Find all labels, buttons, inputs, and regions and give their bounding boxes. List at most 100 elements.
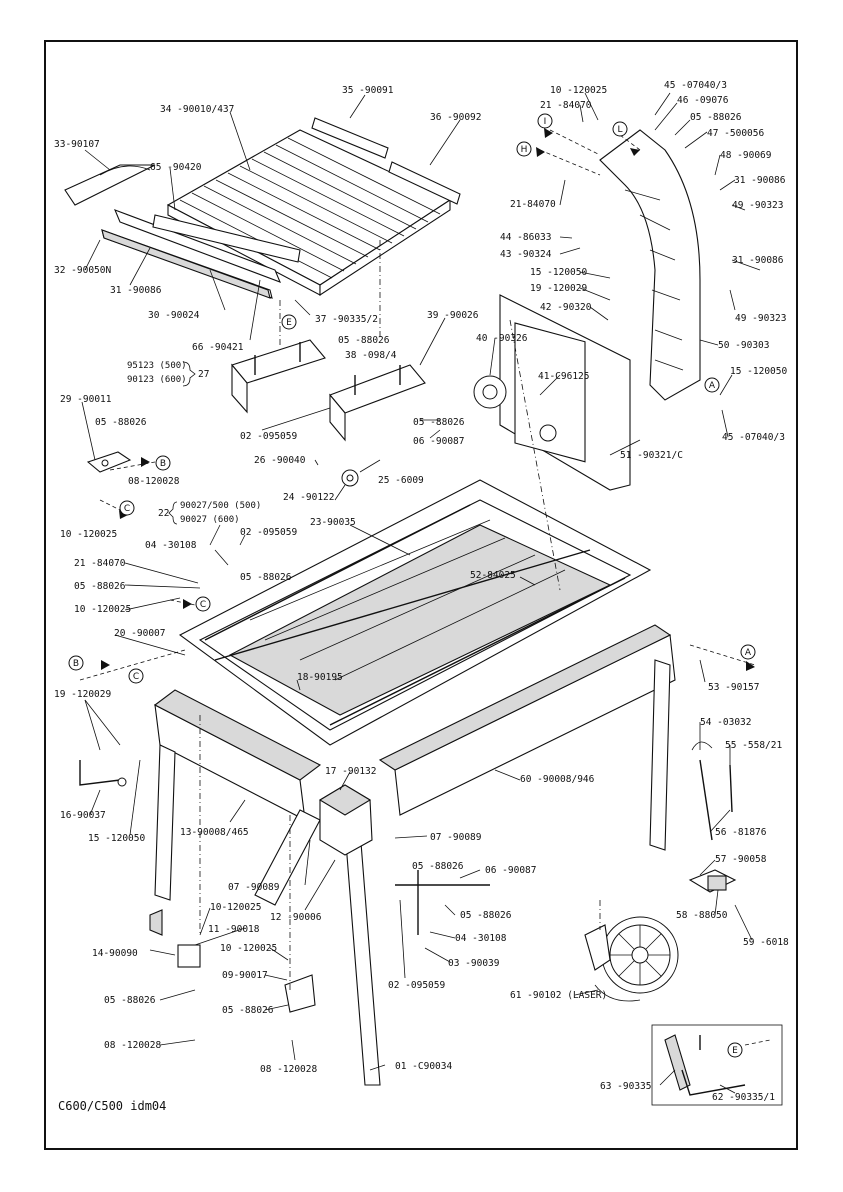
label-p0390039: 03 -90039 (448, 958, 500, 969)
label-p1912029a: 19 -120029 (54, 689, 111, 700)
side-extrusions (153, 624, 676, 821)
callout-C-2: C (195, 596, 211, 612)
label-p10120025a: 10 -120025 (60, 529, 117, 540)
label-p54: 54 -03032 (700, 717, 751, 728)
label-p12: 12 -90006 (270, 912, 322, 923)
left-guide-assembly (64, 164, 301, 299)
label-p0588026c: 05 -88026 (413, 417, 465, 428)
part-labels: 34 -90010/437 35 -90091 36 -90092 33-901… (54, 80, 789, 1103)
label-p0588026f: 05 -88026 (104, 995, 156, 1006)
label-p65: 65 -90420 (150, 162, 202, 173)
label-p45b: 45 -07040/3 (722, 432, 785, 443)
label-p61: 61 -90102 (LASER) (510, 990, 607, 1001)
label-p46: 46 -09076 (677, 95, 729, 106)
label-p02095059c: 02 -095059 (388, 980, 445, 991)
label-p95123: 95123 (500) (127, 361, 187, 371)
label-p66: 66 -90421 (192, 342, 244, 353)
label-p0588026b: 05 -88026 (95, 417, 147, 428)
label-p45a: 45 -07040/3 (664, 80, 727, 91)
svg-text:E: E (286, 318, 292, 328)
label-p0790089b: 07 -90089 (228, 882, 280, 893)
label-p0588026h: 05 -88026 (412, 861, 464, 872)
label-p29: 29 -90011 (60, 394, 112, 405)
svg-text:E: E (732, 1046, 738, 1056)
bracket-assembly (231, 339, 426, 487)
svg-text:C: C (200, 600, 206, 610)
svg-text:H: H (521, 145, 528, 155)
label-p09: 09-90017 (222, 970, 268, 981)
label-p15c: 15 -120050 (730, 366, 787, 377)
label-p10120025d: 10 -120025 (220, 943, 277, 954)
callout-A-2: A (704, 377, 720, 393)
label-p39: 39 -90026 (427, 310, 479, 321)
label-p0588026g: 05 -88026 (222, 1005, 274, 1016)
label-p0690087a: 06 -90087 (413, 436, 464, 447)
label-p20: 20 -90007 (114, 628, 165, 639)
wrenches (691, 741, 733, 841)
label-p0430108b: 04 -30108 (455, 933, 507, 944)
label-p02095059b: 02 -095059 (240, 527, 297, 538)
label-p56: 56 -81876 (715, 827, 767, 838)
label-p38: 38 -098/4 (345, 350, 397, 361)
label-p0588026a: 05 -88026 (338, 335, 390, 346)
bracket-29 (86, 451, 132, 473)
label-p02095059a: 02 -095059 (240, 431, 297, 442)
label-p31b: 31 -90086 (734, 175, 786, 186)
svg-text:A: A (745, 648, 752, 658)
label-p44: 44 -86033 (500, 232, 551, 243)
label-p1912029b: 19 -120029 (530, 283, 587, 294)
callout-H: H (516, 141, 532, 157)
callout-E-2: E (727, 1042, 743, 1058)
direction-arrows (101, 128, 755, 671)
label-p0588026i: 05 -88026 (460, 910, 512, 921)
label-p49a: 49 -90323 (732, 200, 783, 211)
label-p11: 11 -90018 (208, 924, 260, 935)
label-p08120028b: 08 -120028 (104, 1040, 161, 1051)
label-p31c: 31 -90086 (732, 255, 784, 266)
label-p53: 53 -90157 (708, 682, 759, 693)
label-p0690087b: 06 -90087 (485, 865, 536, 876)
label-p22b: 90027 (600) (180, 515, 240, 525)
label-p10120025c: 10-120025 (210, 902, 261, 913)
label-p47: 47 -500056 (707, 128, 764, 139)
label-p58: 58 -88050 (676, 910, 728, 921)
label-p40: 40 -90326 (476, 333, 528, 344)
svg-text:C: C (133, 672, 139, 682)
svg-text:I: I (544, 117, 547, 127)
label-p42: 42 -90320 (540, 302, 592, 313)
label-p35: 35 -90091 (342, 85, 394, 96)
main-table-frame (178, 479, 652, 746)
label-p50: 50 -90303 (718, 340, 769, 351)
callout-C-3: C (128, 668, 144, 684)
callout-C-1: C (119, 500, 135, 516)
label-p36: 36 -90092 (430, 112, 481, 123)
callout-L: L (612, 121, 628, 137)
center-hub (318, 784, 373, 856)
label-p62: 62 -90335/1 (712, 1092, 775, 1103)
label-p10120025e: 10 -120025 (550, 85, 607, 96)
label-p31a: 31 -90086 (110, 285, 162, 296)
wheel-assembly (584, 916, 679, 1002)
label-p14: 14-90090 (92, 948, 138, 959)
label-p57: 57 -90058 (715, 854, 767, 865)
callout-B-1: B (155, 455, 171, 471)
label-p10120025b: 10 -120025 (74, 604, 131, 615)
label-p43: 43 -90324 (500, 249, 552, 260)
drawing-frame (44, 40, 798, 1150)
label-p23: 23-90035 (310, 517, 356, 528)
svg-text:A: A (709, 381, 716, 391)
svg-text:B: B (73, 659, 79, 669)
svg-text:B: B (160, 459, 166, 469)
label-p22a: 90027/500 (500) (180, 501, 261, 511)
label-p0790089a: 07 -90089 (430, 832, 482, 843)
label-p0588026d: 05 -88026 (74, 581, 126, 592)
label-p90123: 90123 (600) (127, 375, 187, 385)
label-p32: 32 -90050N (54, 265, 111, 276)
top-rail-assembly (166, 117, 461, 297)
label-p01: 01 -C90034 (395, 1061, 452, 1072)
label-p16: 16-90037 (60, 810, 106, 821)
label-p2184070b: 21 -84070 (540, 100, 592, 111)
label-p2184070c: 21-84070 (510, 199, 556, 210)
callout-E-1: E (281, 314, 297, 330)
